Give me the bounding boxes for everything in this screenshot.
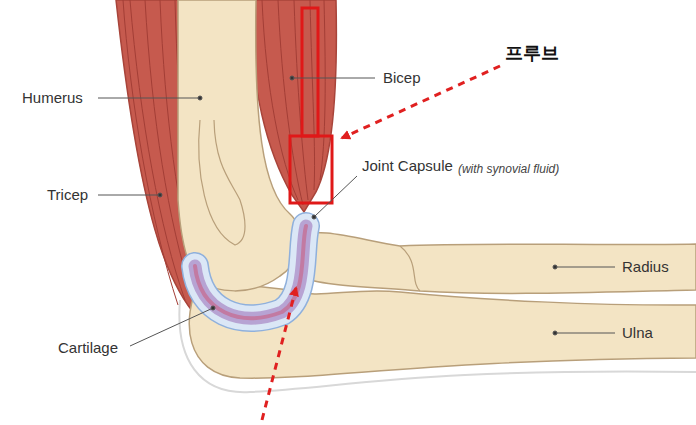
humerus-bone [178, 0, 300, 291]
muscle-label: Tricep [47, 186, 88, 204]
joint-capsule [195, 226, 306, 318]
radius-bone [292, 233, 696, 294]
probe-outline [290, 8, 332, 203]
capsule-label: Joint Capsule [362, 157, 453, 175]
bone-label: Radius [622, 258, 669, 276]
cartilage-layer [195, 226, 306, 318]
bone-label: Humerus [22, 89, 83, 107]
approach-arrow [262, 288, 296, 420]
probe-pointer [342, 66, 500, 138]
leader-lines [98, 76, 615, 346]
probe-label: 프루브 [505, 44, 559, 62]
muscle-label: Bicep [383, 69, 421, 87]
capsule-note: (with synovial fluid) [458, 160, 559, 178]
bone-label: Ulna [622, 324, 653, 342]
tissue-label: Cartilage [58, 339, 118, 357]
